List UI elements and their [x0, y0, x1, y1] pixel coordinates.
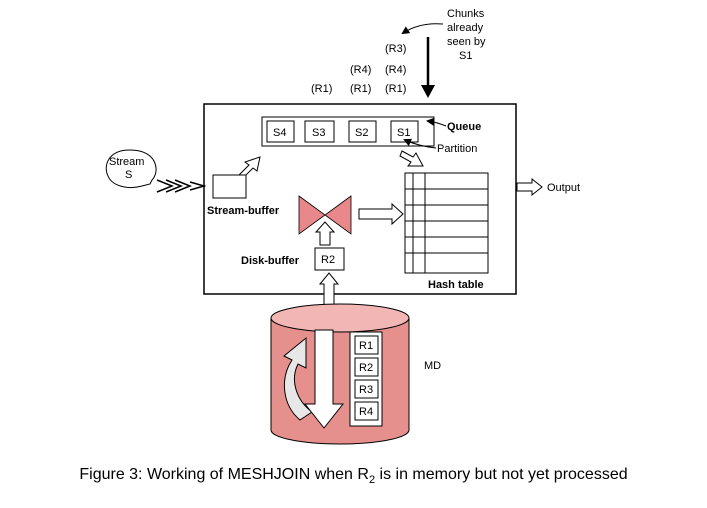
stream-buffer-label: Stream-buffer	[207, 205, 280, 217]
pending-label: (R1)	[350, 83, 371, 95]
queue-to-hashtable-arrow	[399, 150, 424, 167]
output-arrow	[516, 177, 543, 197]
caption-subscript: 2	[368, 474, 376, 487]
rotation-arrow	[283, 336, 313, 421]
stream-chevron	[165, 179, 184, 193]
queue-cell-label: S3	[312, 127, 325, 139]
stream-source: Stream S	[105, 149, 207, 193]
queue-cell	[304, 120, 335, 143]
output-label: Output	[547, 182, 580, 194]
chunks-annotation: Chunks already seen by S1	[401, 8, 486, 62]
queue-cell-label: S2	[355, 127, 368, 139]
cylinder-top	[270, 303, 410, 333]
stream-cloud	[105, 149, 157, 189]
md-partition	[354, 357, 379, 377]
hash-table-frame	[404, 172, 489, 274]
hash-table-label: Hash table	[428, 279, 484, 291]
stream-buffer	[212, 174, 247, 199]
figure-caption: Figure 3: Working of MESHJOIN when R2 is…	[0, 466, 707, 486]
stream-label-line-2: S	[125, 169, 132, 181]
join-operator	[298, 195, 352, 235]
queue-cell	[348, 120, 377, 143]
chunks-annotation-line-4: S1	[459, 50, 472, 62]
hash-table	[404, 172, 489, 274]
join-to-hashtable-arrow	[358, 202, 404, 226]
bowtie-left	[298, 195, 326, 235]
partition-pointer	[403, 138, 437, 149]
annotation-pointer-arrow	[401, 23, 444, 35]
pending-label: (R1)	[385, 83, 406, 95]
pending-label: (R3)	[385, 43, 406, 55]
md-disk: R1 R2 R3 R4	[270, 303, 410, 445]
chunks-annotation-line-2: already	[447, 22, 484, 34]
diskbuffer-to-join-arrow	[314, 221, 336, 246]
md-partition	[354, 401, 379, 421]
md-partition-label: R2	[359, 362, 373, 374]
pending-label: (R4)	[350, 64, 371, 76]
pending-label: (R1)	[311, 83, 332, 95]
stream-chevron	[156, 179, 175, 193]
partition-label: Partition	[437, 143, 477, 155]
disk-buffer-content: R2	[321, 254, 335, 266]
md-partition	[354, 335, 379, 355]
md-partition-label: R3	[359, 384, 373, 396]
caption-suffix: is in memory but not yet processed	[375, 466, 628, 483]
scan-down-arrow	[303, 329, 345, 429]
pending-chunks: (R3) (R4) (R4) (R1) (R1) (R1)	[311, 43, 406, 95]
queue-label: Queue	[447, 121, 481, 133]
queue: S4 S3 S2 S1	[261, 116, 435, 147]
md-partition-label: R4	[359, 406, 373, 418]
md-label: MD	[424, 360, 441, 372]
queue-cell	[266, 120, 295, 143]
disk-buffer-label: Disk-buffer	[241, 255, 300, 267]
queue-cell-label: S4	[273, 127, 286, 139]
incoming-chunk-arrowhead	[421, 85, 435, 98]
chunks-annotation-line-1: Chunks	[447, 8, 485, 20]
queue-pointer	[426, 117, 447, 127]
md-partition-label: R1	[359, 340, 373, 352]
caption-prefix: Figure 3: Working of MESHJOIN when R	[79, 466, 369, 483]
stream-chevron	[174, 179, 193, 193]
bowtie-right	[324, 195, 352, 235]
stream-label-line-1: Stream	[109, 156, 144, 168]
queue-cell-label: S1	[397, 127, 410, 139]
disk-buffer	[314, 247, 345, 271]
chunks-annotation-line-3: seen by	[447, 36, 486, 48]
stream-chevron	[189, 181, 207, 191]
pending-label: (R4)	[385, 64, 406, 76]
md-partition	[354, 379, 379, 399]
